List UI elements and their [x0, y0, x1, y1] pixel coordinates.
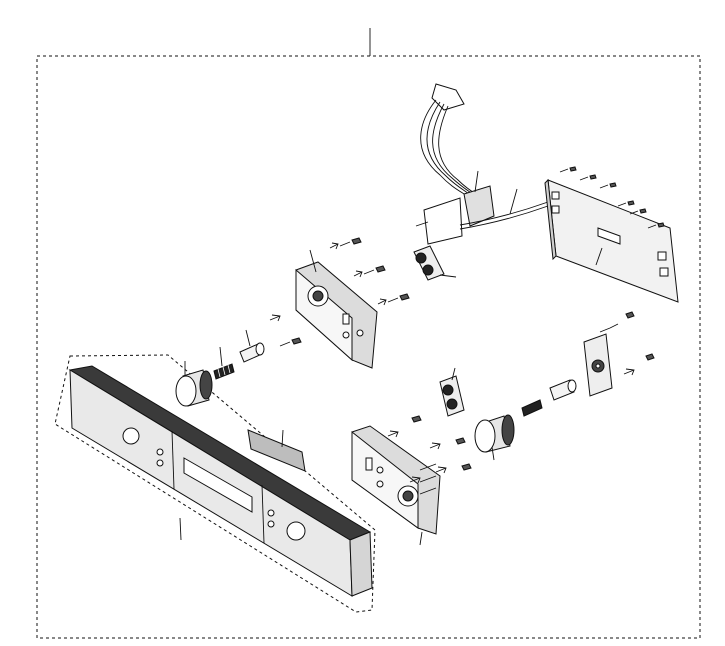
assembly-boundary	[36, 55, 701, 639]
right-knob-hole	[286, 521, 306, 541]
left-encoder	[413, 245, 445, 281]
left-shaft	[239, 342, 265, 363]
main-pcb	[544, 178, 679, 303]
right-screws	[387, 415, 472, 484]
leader-1-13	[419, 531, 423, 546]
leader-1-1	[179, 517, 182, 541]
right-knob	[474, 414, 515, 453]
leader-1-4	[219, 346, 223, 367]
leader-1-12	[491, 446, 495, 461]
pcb-screws	[559, 166, 665, 229]
leader-1-9	[439, 274, 457, 278]
cable	[459, 201, 549, 226]
left-arrows	[269, 242, 387, 322]
left-knob	[175, 369, 213, 407]
front-panel	[54, 354, 376, 613]
leader-1-10	[595, 247, 603, 266]
display-film	[247, 429, 306, 472]
left-screws	[279, 237, 410, 347]
leader-1-5	[245, 329, 251, 347]
display-window	[183, 457, 253, 513]
right-spring	[521, 399, 543, 417]
left-bracket	[295, 261, 378, 369]
leader-1-7	[474, 170, 479, 193]
right-encoder	[439, 375, 465, 417]
wire-harness	[415, 83, 495, 245]
leader-1-6	[309, 249, 317, 273]
right-shaft	[549, 379, 577, 401]
leader-1-11	[451, 367, 456, 381]
left-knob-hole	[122, 427, 140, 445]
right-switch	[583, 311, 655, 397]
right-bracket	[351, 425, 441, 535]
left-spring	[213, 363, 235, 380]
leader-1-8	[509, 188, 518, 215]
leader-1-2	[281, 429, 284, 448]
